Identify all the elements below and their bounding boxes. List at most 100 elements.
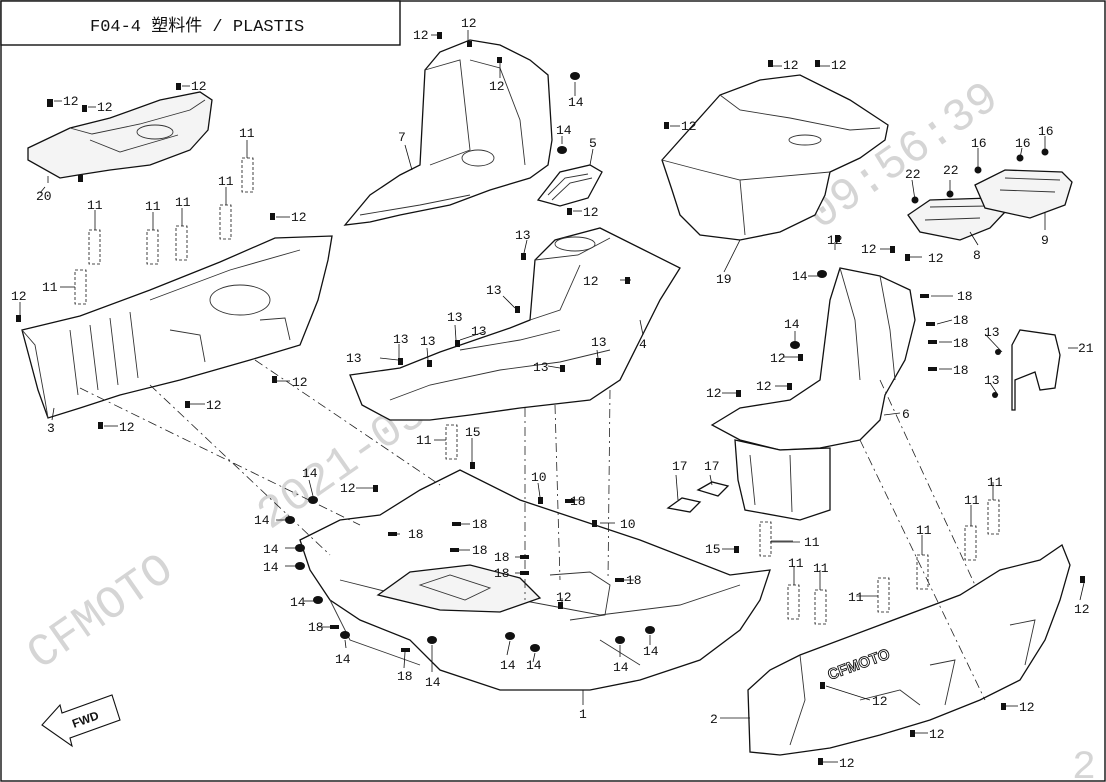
callout-11: 11 xyxy=(848,590,864,605)
clip-icon xyxy=(926,322,935,326)
callout-12: 12 xyxy=(119,420,135,435)
callout-12: 12 xyxy=(827,233,843,248)
callout-18: 18 xyxy=(308,620,324,635)
callout-3: 3 xyxy=(47,421,55,436)
part-9-seat-pad xyxy=(974,169,1073,219)
callout-13: 13 xyxy=(515,228,531,243)
grommet-icon xyxy=(790,341,800,349)
clip-stack-box xyxy=(146,229,159,265)
callout-14: 14 xyxy=(526,658,542,673)
callout-6: 6 xyxy=(902,407,910,422)
grommet-icon xyxy=(427,636,437,644)
grommet-icon xyxy=(285,516,295,524)
part-19-storage-box xyxy=(661,74,889,241)
callout-13: 13 xyxy=(420,334,436,349)
part-5-console-cap xyxy=(536,164,603,207)
callout-18: 18 xyxy=(397,669,413,684)
grommet-icon xyxy=(570,72,580,80)
callout-16: 16 xyxy=(1015,136,1031,151)
clip-icon xyxy=(452,522,461,526)
clip-stack-box xyxy=(916,554,929,590)
bolt-icon xyxy=(905,254,910,261)
bolt-icon xyxy=(820,682,825,689)
callout-14: 14 xyxy=(263,542,279,557)
part-21-rear-cap xyxy=(1011,329,1061,411)
leader-lines xyxy=(19,30,1085,763)
push-clip-group xyxy=(74,157,1000,625)
part-6-rear-frame xyxy=(710,267,916,521)
bolt-icon xyxy=(176,83,181,90)
callout-8: 8 xyxy=(973,248,981,263)
bolt-icon xyxy=(910,730,915,737)
callout-13: 13 xyxy=(447,310,463,325)
callout-13: 13 xyxy=(393,332,409,347)
callout-16: 16 xyxy=(1038,124,1054,139)
bolt-icon xyxy=(890,246,895,253)
bolt-icon xyxy=(1080,576,1085,583)
callout-20: 20 xyxy=(36,189,52,204)
grommet-icon xyxy=(645,626,655,634)
fastener-layer xyxy=(16,32,1085,765)
callout-1: 1 xyxy=(579,707,587,722)
callout-5: 5 xyxy=(589,136,597,151)
callout-12: 12 xyxy=(191,79,207,94)
callout-12: 12 xyxy=(291,210,307,225)
callout-14: 14 xyxy=(613,660,629,675)
callout-11: 11 xyxy=(916,523,932,538)
callout-11: 11 xyxy=(964,493,980,508)
callout-12: 12 xyxy=(63,94,79,109)
bolt-icon xyxy=(98,422,103,429)
grommet-icon xyxy=(308,496,318,504)
callout-11: 11 xyxy=(42,280,58,295)
callout-labels: 12 12 12 20 11 11 11 11 11 11 12 12 12 1… xyxy=(11,16,1094,771)
callout-12: 12 xyxy=(489,79,505,94)
callout-12: 12 xyxy=(872,694,888,709)
callout-12: 12 xyxy=(783,58,799,73)
clip-icon xyxy=(920,294,929,298)
bolt-icon xyxy=(596,358,601,365)
callout-14: 14 xyxy=(784,317,800,332)
callout-22: 22 xyxy=(905,167,921,182)
callout-11: 11 xyxy=(813,561,829,576)
callout-18: 18 xyxy=(957,289,973,304)
callout-14: 14 xyxy=(263,560,279,575)
callout-12: 12 xyxy=(292,375,308,390)
clip-stack-box xyxy=(74,269,87,305)
bolt-icon xyxy=(567,208,572,215)
callout-12: 12 xyxy=(756,379,772,394)
bolt-icon xyxy=(515,306,520,313)
callout-14: 14 xyxy=(254,513,270,528)
clip-stack-box xyxy=(175,225,188,261)
clip-stack-box xyxy=(88,229,101,265)
callout-18: 18 xyxy=(953,363,969,378)
callout-11: 11 xyxy=(788,556,804,571)
callout-18: 18 xyxy=(570,494,586,509)
clip-icon xyxy=(330,625,339,629)
bolt-icon xyxy=(798,354,803,361)
callout-13: 13 xyxy=(471,324,487,339)
callout-12: 12 xyxy=(461,16,477,31)
clip-icon xyxy=(450,548,459,552)
callout-18: 18 xyxy=(626,573,642,588)
callout-12: 12 xyxy=(413,28,429,43)
callout-18: 18 xyxy=(494,566,510,581)
clip-icon xyxy=(615,578,624,582)
grommet-icon xyxy=(295,562,305,570)
callout-14: 14 xyxy=(290,595,306,610)
callout-4: 4 xyxy=(639,337,647,352)
bolt-icon xyxy=(398,358,403,365)
callout-14: 14 xyxy=(556,123,572,138)
grommet-icon xyxy=(505,632,515,640)
callout-12: 12 xyxy=(556,590,572,605)
clip-stack-box xyxy=(445,424,458,460)
bolt-icon xyxy=(592,520,597,527)
grommet-icon xyxy=(557,146,567,154)
bolt-icon xyxy=(625,277,630,284)
callout-12: 12 xyxy=(831,58,847,73)
bolt-icon xyxy=(455,340,460,347)
callout-11: 11 xyxy=(175,195,191,210)
watermark-corner-digit: 2 xyxy=(1072,746,1096,782)
callout-11: 11 xyxy=(987,475,1003,490)
bolt-icon xyxy=(818,758,823,765)
